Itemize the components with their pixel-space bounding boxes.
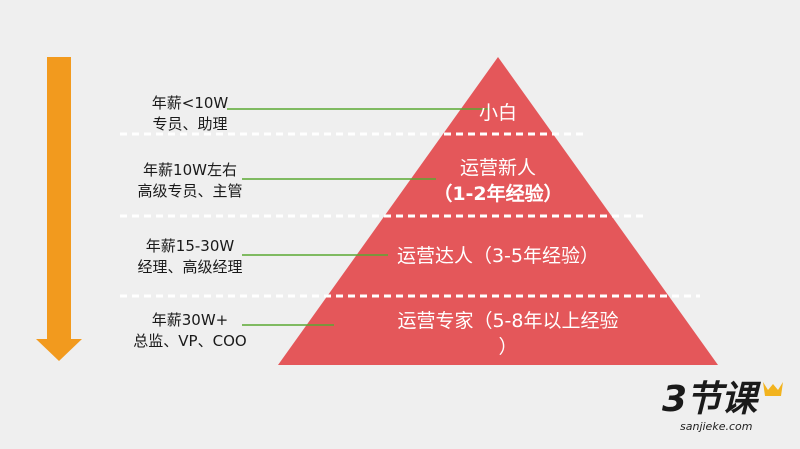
salary-1-range: 年薪<10W (151, 94, 229, 112)
tier-2-label: 运营新人 （1-2年经验） (398, 155, 598, 207)
logo-wordmark: 3节课 (662, 379, 757, 420)
tier-4-detail: ） (498, 336, 518, 358)
salary-block-2: 年薪10W左右 高级专员、主管 (100, 160, 280, 202)
logo-url: sanjieke.com (680, 420, 753, 433)
salary-2-roles: 高级专员、主管 (137, 182, 243, 200)
tier-3-title: 运营达人（3-5年经验） (396, 245, 600, 267)
salary-block-3: 年薪15-30W 经理、高级经理 (100, 236, 280, 278)
crown-icon (763, 382, 783, 396)
tier-2-detail: （1-2年经验） (433, 183, 563, 205)
salary-block-1: 年薪<10W 专员、助理 (100, 93, 280, 135)
salary-2-range: 年薪10W左右 (143, 161, 237, 179)
tier-3-label: 运营达人（3-5年经验） (368, 243, 628, 269)
tier-1-title: 小白 (478, 102, 517, 124)
salary-block-4: 年薪30W+ 总监、VP、COO (100, 310, 280, 352)
career-arrow-shaft (47, 57, 71, 339)
tier-4-label: 运营专家（5-8年以上经验 ） (358, 308, 658, 360)
salary-3-roles: 经理、高级经理 (137, 258, 243, 276)
salary-3-range: 年薪15-30W (145, 237, 235, 255)
salary-4-roles: 总监、VP、COO (133, 332, 247, 350)
salary-4-range: 年薪30W+ (151, 311, 229, 329)
tier-1-label: 小白 (458, 100, 538, 126)
tier-4-title: 运营专家（5-8年以上经验 (397, 310, 619, 332)
career-arrow-head (36, 339, 82, 361)
brand-logo: 3节课 sanjieke.com (656, 378, 776, 438)
salary-1-roles: 专员、助理 (152, 115, 228, 133)
tier-2-title: 运营新人 (459, 157, 536, 179)
pyramid-shape (278, 57, 718, 365)
